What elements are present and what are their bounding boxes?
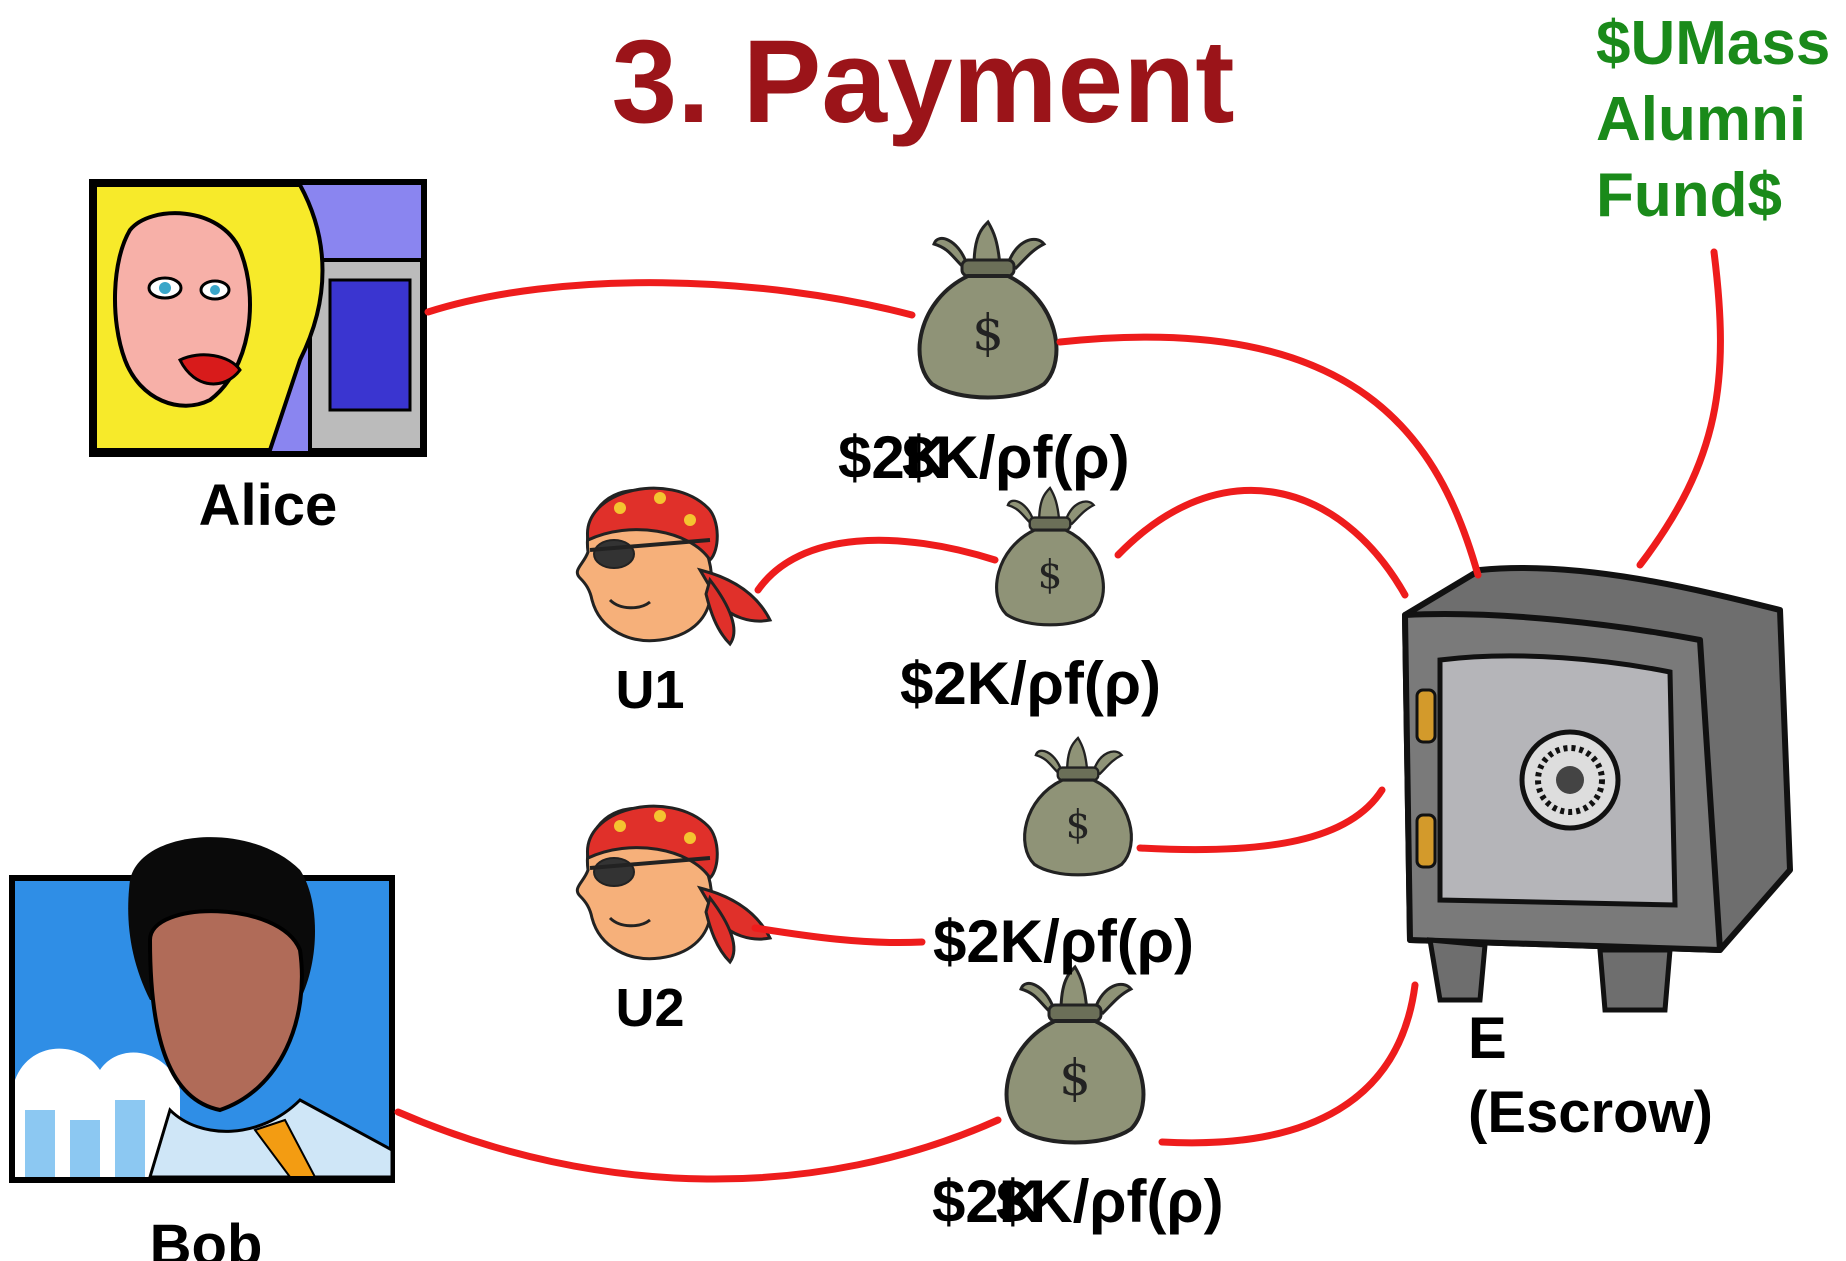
- u2-payment-label: $2K/ρf(ρ): [933, 908, 1194, 975]
- escrow-label-e: E: [1468, 1006, 1507, 1071]
- arrow-escrow-to-u1-bag: [1114, 486, 1409, 599]
- money-bag-icon-u2: [1023, 736, 1133, 877]
- arrow-escrow-to-u2-bag: [1136, 786, 1386, 854]
- safe-icon: [1402, 565, 1793, 1013]
- money-bag-icon-u1: [995, 486, 1105, 627]
- pirate-icon-u1: [575, 486, 772, 646]
- fund-line-3: Fund$: [1596, 161, 1782, 230]
- arrow-bob-bag-to-bob: [394, 1108, 1002, 1183]
- u2-label: U2: [615, 978, 684, 1038]
- money-bag-icon-bob: [1004, 965, 1146, 1145]
- arrow-escrow-to-fund: [1636, 248, 1724, 569]
- arrow-escrow-to-bob-bag: [1158, 981, 1419, 1147]
- alice-payment-a: $2K: [838, 424, 949, 491]
- alumni-fund-label: $UMass Alumni Fund$: [1596, 6, 1830, 234]
- fund-line-2: Alumni: [1596, 85, 1807, 154]
- alice-label: Alice: [199, 473, 338, 538]
- bob-label: Bob: [150, 1213, 263, 1261]
- money-bag-icon-alice: [917, 220, 1059, 400]
- bob-payment-label: $2K $K/ρf(ρ): [932, 1168, 1224, 1236]
- escrow-label-escrow: (Escrow): [1468, 1080, 1713, 1145]
- alice-payment-b: $K/ρf(ρ): [902, 424, 1130, 491]
- page-title: 3. Payment: [611, 16, 1235, 148]
- bob-payment-a: $2K: [932, 1168, 1043, 1235]
- u1-label: U1: [615, 660, 684, 720]
- arrow-alice-bag-to-alice: [424, 279, 916, 319]
- arrow-to-u2: [751, 924, 926, 947]
- arrow-u1-bag-to-u1: [754, 536, 999, 594]
- fund-line-1: $UMass: [1596, 9, 1831, 78]
- pirate-icon-u2: [575, 804, 772, 964]
- alice-payment-label: $2K $K/ρf(ρ): [838, 424, 1130, 492]
- bob-payment-b: $K/ρf(ρ): [996, 1168, 1224, 1235]
- arrow-escrow-to-alice-bag: [1056, 333, 1482, 579]
- u1-payment-label: $2K/ρf(ρ): [900, 650, 1161, 717]
- alice-portrait: [89, 179, 427, 457]
- bob-portrait: [9, 837, 395, 1183]
